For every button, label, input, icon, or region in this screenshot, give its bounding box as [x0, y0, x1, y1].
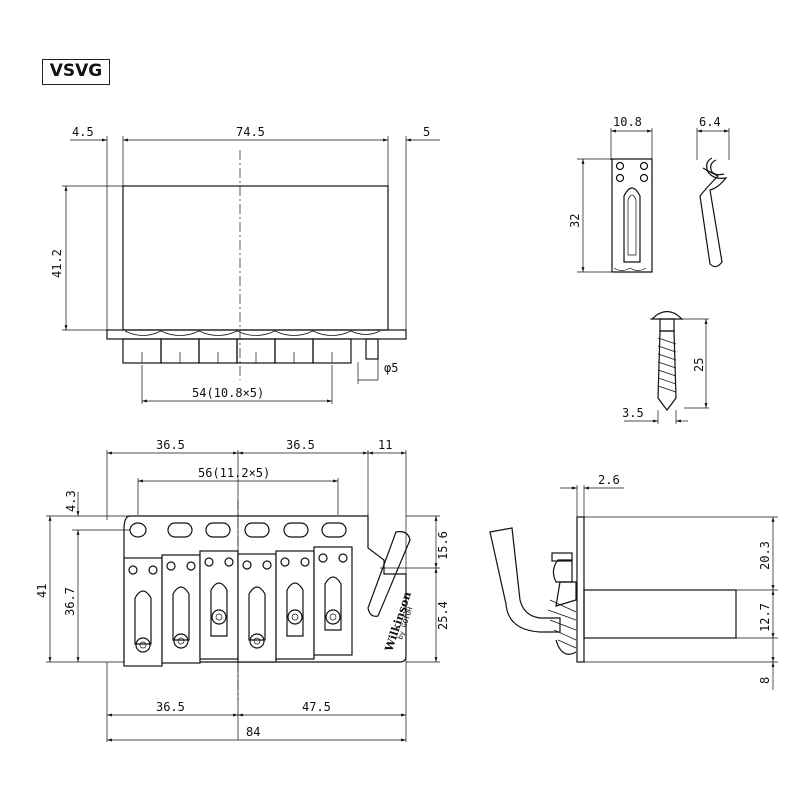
dim-total-height: 41	[35, 584, 49, 598]
clip-view	[577, 128, 653, 273]
dim-front-width: 74.5	[236, 125, 265, 139]
dim-front-height: 41.2	[50, 249, 64, 278]
screw-view	[624, 310, 709, 424]
dim-side-upper: 20.3	[758, 541, 772, 570]
dim-saddle-span: 54(10.8×5)	[192, 386, 264, 400]
dim-top-right: 36.5	[286, 438, 315, 452]
dim-top-extra: 11	[378, 438, 392, 452]
dim-clip-width: 10.8	[613, 115, 642, 129]
dim-spring-width: 6.4	[699, 115, 721, 129]
front-view	[62, 136, 440, 404]
top-saddles	[123, 546, 353, 667]
dim-total-width: 84	[246, 725, 260, 739]
dim-top-left: 36.5	[156, 438, 185, 452]
model-title: VSVG	[42, 59, 110, 85]
dim-hole-offset: 4.3	[64, 490, 78, 512]
dim-arm-dia: φ5	[384, 361, 398, 375]
dim-side-lower: 8	[758, 677, 772, 684]
spring-view	[696, 128, 730, 268]
front-saddles	[122, 338, 352, 364]
dim-screw-length: 25	[692, 358, 706, 372]
dim-clip-height: 32	[568, 214, 582, 228]
dim-screw-dia: 3.5	[622, 406, 644, 420]
dim-front-right-gap: 5	[423, 125, 430, 139]
mounting-holes	[129, 522, 347, 538]
dim-front-left-gap: 4.5	[72, 125, 94, 139]
dim-bottom-right: 47.5	[302, 700, 331, 714]
top-view	[46, 450, 440, 742]
side-view	[489, 485, 778, 690]
dim-body-height: 36.7	[63, 587, 77, 616]
dim-right-lower: 25.4	[436, 601, 450, 630]
dim-right-upper: 15.6	[436, 531, 450, 560]
dim-string-spacing: 56(11.2×5)	[198, 466, 270, 480]
dim-side-thick: 2.6	[598, 473, 620, 487]
dim-bottom-left: 36.5	[156, 700, 185, 714]
dim-side-mid: 12.7	[758, 603, 772, 632]
